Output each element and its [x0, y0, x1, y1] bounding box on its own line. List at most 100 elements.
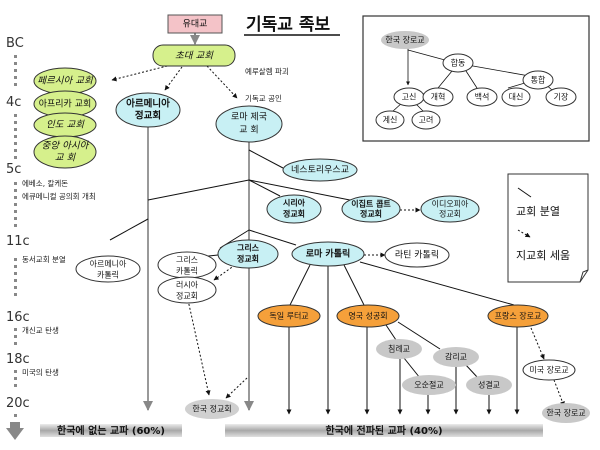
svg-text:유대교: 유대교 [183, 19, 208, 30]
timeline: BC 4c 5c 11c 16c 18c 20c 에베소, 칼케돈 에큐메니컬 … [6, 36, 96, 440]
inset-node-goshin: 고신 [393, 87, 425, 107]
svg-text:정교회: 정교회 [176, 291, 198, 301]
svg-text:러시아: 러시아 [176, 280, 199, 290]
svg-text:독일 루터교: 독일 루터교 [269, 312, 308, 321]
era-bc: BC [6, 36, 24, 51]
era-4c: 4c [6, 95, 21, 110]
svg-text:한국 장로교: 한국 장로교 [385, 35, 424, 45]
node-armenian-orthodox: 아르메니아 정교회 [115, 92, 181, 128]
svg-text:고신: 고신 [402, 93, 417, 102]
svg-text:한국 정교회: 한국 정교회 [192, 404, 231, 414]
era-11c: 11c [6, 234, 30, 249]
svg-text:정교회: 정교회 [360, 209, 382, 219]
svg-text:그리스: 그리스 [237, 243, 260, 253]
inset-node-root: 한국 장로교 [381, 31, 429, 49]
node-central-asia: 중앙 아시아 교 회 [33, 135, 97, 169]
svg-text:미국 장로교: 미국 장로교 [529, 365, 568, 375]
legend-branch-label: 지교회 세움 [516, 249, 570, 262]
node-korean-orthodox: 한국 정교회 [185, 399, 239, 419]
svg-text:이디오피아: 이디오피아 [432, 199, 469, 209]
node-korean-presbyterian: 한국 장로교 [542, 403, 590, 423]
svg-text:한국에 없는 교파 (60%): 한국에 없는 교파 (60%) [57, 424, 165, 437]
svg-text:정교회: 정교회 [135, 110, 161, 122]
svg-text:교 회: 교 회 [239, 125, 258, 136]
node-us-presbyterian: 미국 장로교 [522, 359, 576, 381]
diagram-title: 기독교 족보 [246, 15, 330, 35]
nodes: 유대교 초대 교회 페르시아 교회 아프리카 교회 인도 교회 중앙 아시아 교… [33, 14, 590, 423]
svg-text:정교회: 정교회 [237, 254, 259, 264]
svg-text:네스토리우스교: 네스토리우스교 [291, 165, 349, 176]
event-schism: 동서교회 분열 [22, 255, 66, 264]
svg-text:아르메니아: 아르메니아 [90, 259, 127, 269]
bar-absent: 한국에 없는 교파 (60%) [40, 424, 182, 437]
inset-node-gaehyuk: 개혁 [422, 87, 454, 107]
inset-node-gyeshin: 계신 [375, 110, 405, 130]
node-pentecostal: 오순절교 [402, 375, 456, 395]
svg-text:대신: 대신 [509, 93, 524, 102]
node-anglican: 영국 성공회 [336, 304, 400, 328]
svg-text:라틴 카톨릭: 라틴 카톨릭 [395, 249, 439, 261]
timeline-down-arrow-icon [6, 422, 24, 440]
svg-text:프랑스 장로교: 프랑스 장로교 [495, 311, 542, 321]
inset-node-hapdong: 합동 [442, 53, 474, 73]
era-18c: 18c [6, 352, 30, 367]
svg-text:고려: 고려 [419, 115, 434, 125]
svg-text:정교회: 정교회 [439, 209, 461, 219]
bar-present: 한국에 전파된 교파 (40%) [225, 424, 543, 437]
svg-text:합동: 합동 [451, 59, 466, 68]
node-greek-orthodox: 그리스 정교회 [217, 239, 279, 269]
inset-node-tonghap: 통합 [522, 70, 554, 90]
timeline-dots [14, 55, 17, 417]
node-syrian-orthodox: 시리아 정교회 [266, 194, 322, 224]
inset-korean-presbyterian: 한국 장로교 합동 통합 고신 개혁 백석 대신 기장 [362, 15, 590, 142]
svg-text:감리교: 감리교 [445, 352, 467, 362]
svg-text:인도 교회: 인도 교회 [46, 120, 85, 131]
node-baptist: 침례교 [376, 339, 422, 359]
svg-text:통합: 통합 [531, 76, 546, 85]
svg-text:그리스: 그리스 [176, 256, 198, 265]
svg-text:한국 장로교: 한국 장로교 [546, 408, 585, 418]
node-holiness: 성결교 [466, 375, 512, 395]
svg-text:아프리카 교회: 아프리카 교회 [39, 99, 92, 110]
svg-text:한국에 전파된 교파 (40%): 한국에 전파된 교파 (40%) [325, 424, 442, 437]
event-protestant: 개신교 탄생 [22, 325, 59, 335]
node-coptic-orthodox: 이집트 콥트 정교회 [341, 195, 401, 223]
node-french-presbyterian: 프랑스 장로교 [487, 304, 549, 328]
node-russian-orthodox: 러시아 정교회 [157, 276, 217, 304]
svg-text:로마 제국: 로마 제국 [231, 112, 267, 123]
inset-node-gijang: 기장 [545, 87, 577, 107]
svg-text:성결교: 성결교 [478, 380, 500, 390]
node-latin-catholic: 라틴 카톨릭 [384, 242, 450, 268]
svg-text:아르메니아: 아르메니아 [126, 98, 170, 110]
inset-node-baekseok: 백석 [466, 87, 498, 107]
svg-text:페르시아 교회: 페르시아 교회 [37, 76, 94, 87]
node-judaism: 유대교 [167, 14, 223, 34]
event-usa: 미국의 탄생 [22, 367, 59, 377]
svg-text:이집트 콥트: 이집트 콥트 [351, 199, 391, 209]
node-methodist: 감리교 [433, 347, 479, 367]
svg-text:오순절교: 오순절교 [414, 381, 443, 390]
svg-text:개혁: 개혁 [431, 92, 446, 102]
node-greek-catholic: 그리스 카톨릭 [157, 251, 217, 279]
svg-text:영국 성공회: 영국 성공회 [348, 311, 387, 321]
legend-split-label: 교회 분열 [516, 205, 560, 218]
node-india: 인도 교회 [33, 112, 97, 138]
era-16c: 16c [6, 310, 30, 325]
node-early-church: 초대 교회 [152, 44, 236, 67]
inset-node-goryeo: 고려 [411, 110, 441, 130]
svg-text:백석: 백석 [475, 92, 490, 102]
svg-text:중앙 아시아: 중앙 아시아 [42, 141, 90, 152]
legend-split-line-icon [517, 187, 532, 198]
era-5c: 5c [6, 162, 21, 177]
annotation-jerusalem: 예루살렘 파괴 [245, 66, 289, 76]
node-armenian-catholic: 아르메니아 카톨릭 [75, 255, 141, 283]
node-persia: 페르시아 교회 [33, 67, 97, 95]
node-roman-catholic: 로마 카톨릭 [291, 241, 365, 267]
svg-text:카톨릭: 카톨릭 [176, 266, 198, 276]
legend: 교회 분열 지교회 세움 [507, 173, 589, 283]
node-nestorian: 네스토리우스교 [282, 158, 358, 182]
svg-text:로마 카톨릭: 로마 카톨릭 [306, 248, 351, 260]
svg-text:침례교: 침례교 [388, 344, 410, 354]
inset-node-daeshin: 대신 [501, 87, 531, 107]
